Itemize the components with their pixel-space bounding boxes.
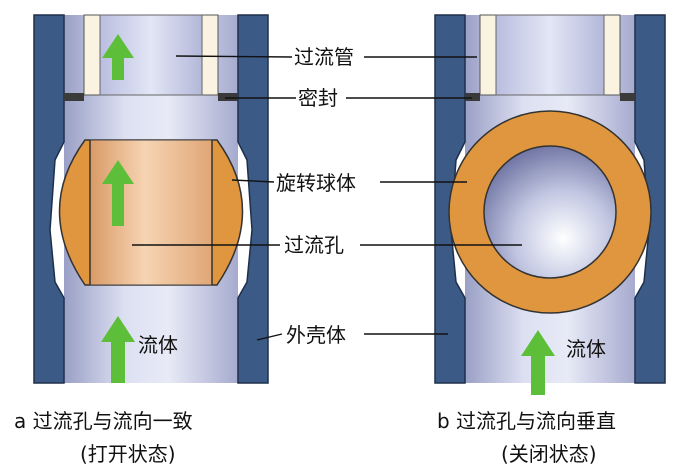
flow-hole-closed [483, 145, 617, 279]
label-ball: 旋转球体 [276, 171, 356, 195]
caption-a-line1: a 过流孔与流向一致 [14, 409, 193, 433]
leader-ball-l [231, 179, 275, 183]
flow-hole-open [89, 139, 213, 286]
seal-left [64, 93, 84, 101]
caption-b-line2: (关闭状态) [501, 442, 597, 466]
tube-inner-right [495, 14, 605, 96]
shell-wall-left-a [33, 14, 65, 384]
label-shell: 外壳体 [286, 323, 346, 347]
leader-pipe-l [175, 55, 293, 58]
flow-label-left: 流体 [138, 333, 178, 357]
captions: a 过流孔与流向一致 (打开状态) b 过流孔与流向垂直 (关闭状态) [14, 409, 616, 466]
leader-shell-l [256, 333, 283, 341]
seal-right-b [620, 93, 635, 101]
shell-wall-right-a [237, 14, 269, 384]
valve-closed: 流体 [434, 14, 666, 395]
flow-arrow-bottom-left [101, 316, 135, 383]
valve-open: 流体 [33, 14, 269, 384]
leader-lines [132, 55, 522, 341]
part-labels: 过流管 密封 旋转球体 过流孔 外壳体 [276, 45, 356, 347]
caption-a-line2: (打开状态) [80, 442, 176, 466]
flow-arrow-bottom-right [521, 330, 555, 395]
seal-left-b [465, 93, 480, 101]
flow-arrow-mid-left [102, 160, 134, 226]
label-pipe: 过流管 [294, 45, 354, 69]
flow-label-right: 流体 [566, 337, 606, 361]
flow-arrow-top-left [102, 34, 134, 80]
label-hole: 过流孔 [284, 233, 344, 257]
caption-b-line1: b 过流孔与流向垂直 [437, 409, 616, 433]
label-seal: 密封 [298, 86, 338, 110]
seal-right [218, 93, 238, 101]
